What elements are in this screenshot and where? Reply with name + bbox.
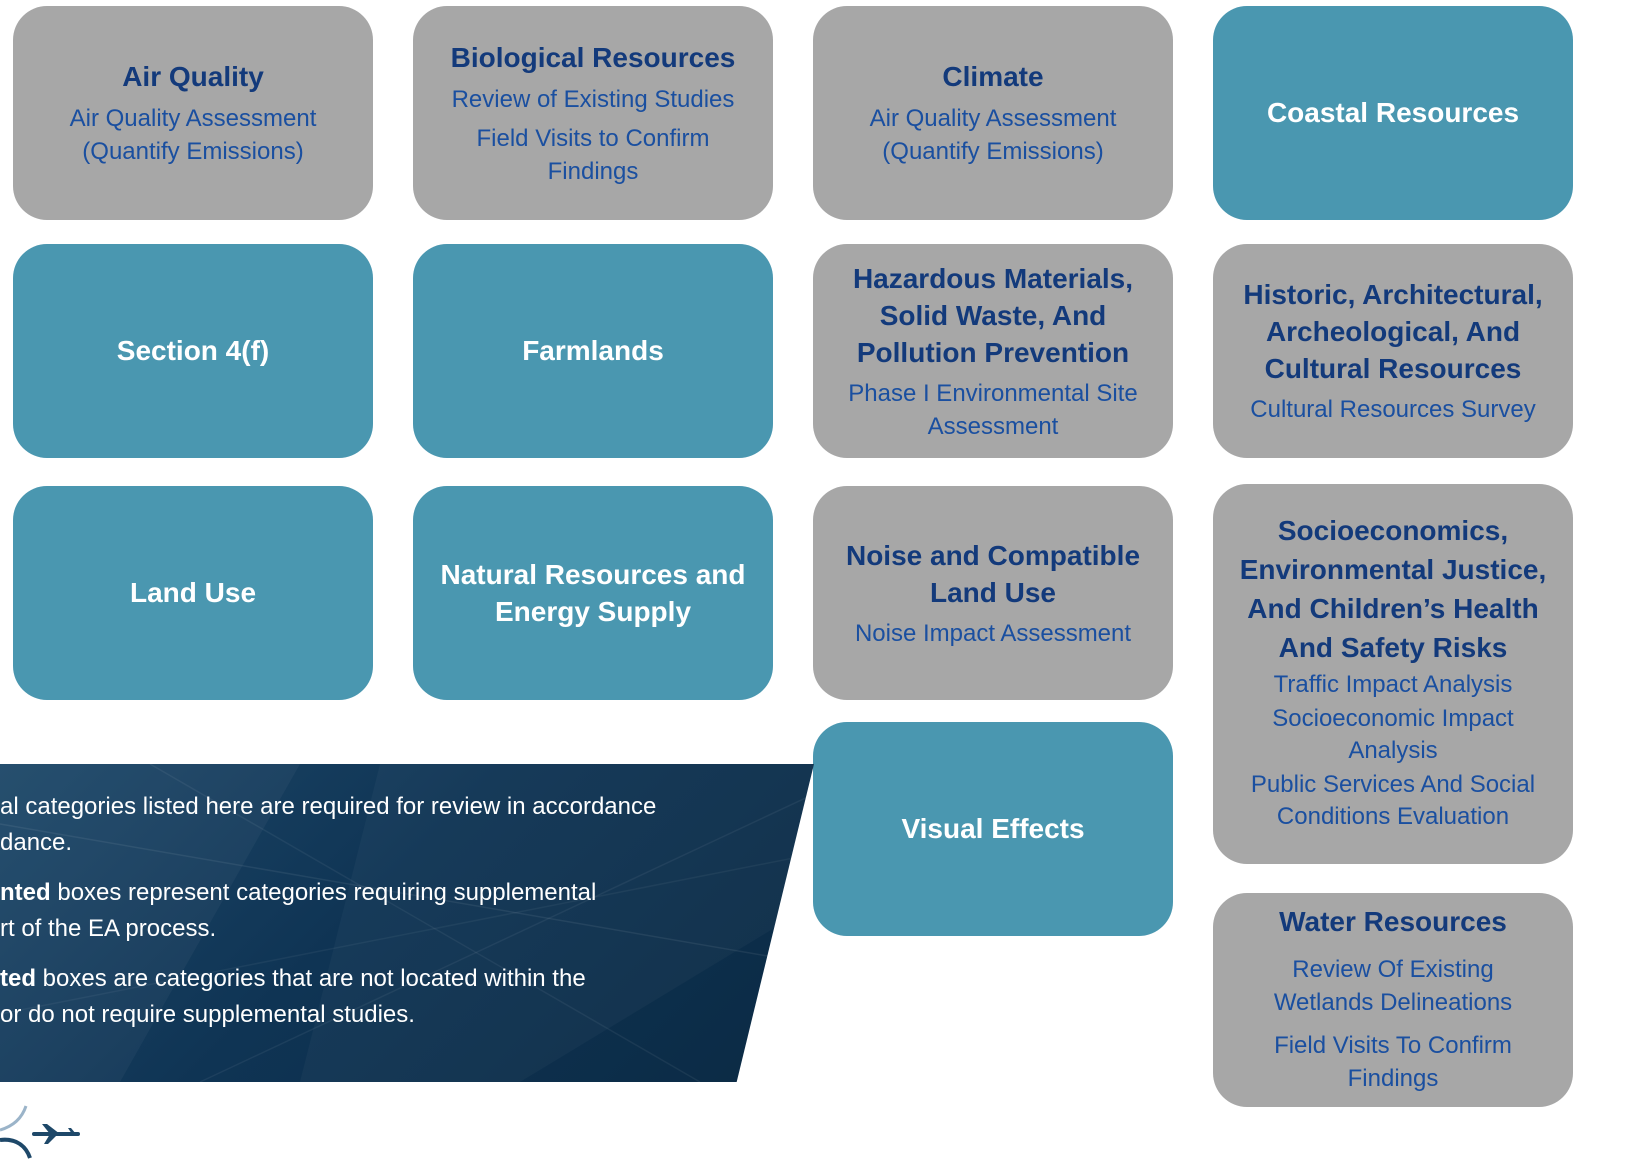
legend-paragraph-2: nted boxes represent categories requirin…: [0, 875, 780, 947]
category-title: Land Use: [129, 577, 257, 608]
category-title: Farmlands: [522, 335, 664, 366]
study-item: Review Of Existing Wetlands Delineations: [1273, 956, 1513, 1016]
category-coastal-resources: Coastal Resources: [1213, 6, 1573, 220]
category-natural-resources: Natural Resources and Energy Supply: [413, 486, 773, 700]
category-socioeconomics: Socioeconomics, Environmental Justice, A…: [1213, 484, 1573, 864]
study-item: Noise Impact Assessment: [854, 619, 1132, 647]
study-item: Public Services And Social Conditions Ev…: [1250, 771, 1536, 830]
category-title: Natural Resources and Energy Supply: [440, 559, 746, 627]
category-climate: Climate Air Quality Assessment (Quantify…: [813, 6, 1173, 220]
category-title: Section 4(f): [116, 335, 270, 366]
study-item: Field Visits To Confirm Findings: [1274, 1032, 1512, 1092]
study-item: Field Visits to Confirm Findings: [476, 124, 710, 185]
category-title: Noise and Compatible Land Use: [845, 539, 1141, 608]
legend-paragraph-3: ted boxes are categories that are not lo…: [0, 961, 780, 1033]
category-noise: Noise and Compatible Land Use Noise Impa…: [813, 486, 1173, 700]
legend-background-pattern: [0, 764, 814, 1082]
category-title: Historic, Architectural, Archeological, …: [1243, 279, 1543, 384]
category-title: Coastal Resources: [1266, 97, 1520, 128]
category-title: Hazardous Materials, Solid Waste, And Po…: [852, 262, 1134, 368]
study-item: Socioeconomic Impact Analysis: [1272, 705, 1514, 764]
study-item: Cultural Resources Survey: [1250, 396, 1536, 423]
category-air-quality: Air Quality Air Quality Assessment (Quan…: [13, 6, 373, 220]
legend-panel: al categories listed here are required f…: [0, 764, 814, 1082]
category-land-use: Land Use: [13, 486, 373, 700]
study-item: Air Quality Assessment (Quantify Emissio…: [869, 105, 1117, 165]
study-item: Review of Existing Studies: [451, 85, 735, 113]
category-historic-cultural-resources: Historic, Architectural, Archeological, …: [1213, 244, 1573, 458]
legend-bold-term: ted: [0, 965, 36, 992]
category-title: Climate: [942, 61, 1044, 92]
legend-description: boxes represent categories requiring sup…: [0, 879, 597, 942]
study-item: Traffic Impact Analysis: [1273, 671, 1513, 698]
legend-description: boxes are categories that are not locate…: [0, 965, 586, 1028]
airplane-logo-icon: [0, 1105, 80, 1159]
legend-bold-term: nted: [0, 879, 51, 906]
category-visual-effects: Visual Effects: [813, 722, 1173, 936]
category-title: Socioeconomics, Environmental Justice, A…: [1239, 515, 1547, 663]
legend-text: al categories listed here are required f…: [0, 789, 780, 1047]
study-item: Phase I Environmental Site Assessment: [848, 379, 1138, 440]
category-title: Water Resources: [1279, 906, 1507, 937]
study-item: Air Quality Assessment (Quantify Emissio…: [69, 105, 317, 165]
category-title: Air Quality: [122, 61, 264, 92]
category-title: Biological Resources: [450, 41, 736, 73]
category-title: Visual Effects: [901, 813, 1085, 844]
category-hazardous-materials: Hazardous Materials, Solid Waste, And Po…: [813, 244, 1173, 458]
category-biological-resources: Biological Resources Review of Existing …: [413, 6, 773, 220]
category-water-resources: Water Resources Review Of Existing Wetla…: [1213, 893, 1573, 1107]
category-section-4f: Section 4(f): [13, 244, 373, 458]
legend-paragraph-1: al categories listed here are required f…: [0, 793, 657, 856]
category-farmlands: Farmlands: [413, 244, 773, 458]
